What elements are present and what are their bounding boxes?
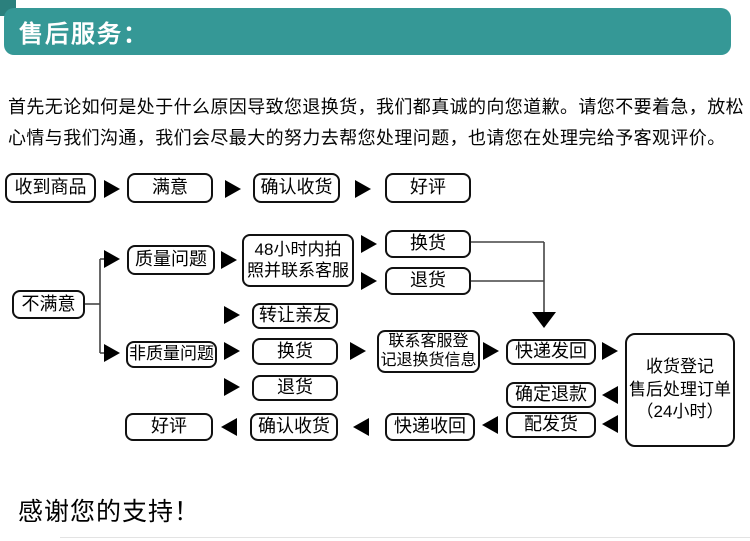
arrow-right-icon (221, 251, 237, 269)
flow-box-label: 非质量问题 (129, 344, 214, 364)
arrow-right-icon (361, 272, 377, 290)
arrow-right-icon (602, 342, 618, 360)
flow-box-return-mid: 退货 (252, 375, 338, 401)
flow-box-unsatisfied: 不满意 (12, 290, 85, 319)
flow-box-exchange-top: 换货 (385, 230, 471, 258)
flow-box-label: 48小时内拍 (254, 240, 342, 260)
arrow-left-icon (602, 386, 618, 404)
flow-box-confirm-receipt-bottom: 确认收货 (250, 413, 338, 441)
flow-box-express-send-back: 快递发回 (506, 339, 596, 365)
bottom-divider (60, 537, 750, 538)
arrow-right-icon (224, 306, 240, 324)
flow-box-transfer-to-friends: 转让亲友 (252, 303, 338, 329)
flow-box-good-review-bottom: 好评 (125, 413, 213, 441)
arrow-right-icon (104, 250, 120, 268)
flow-box-dispatch-goods: 配发货 (506, 412, 596, 438)
flow-box-label: 配发货 (524, 414, 578, 435)
arrow-right-icon (361, 235, 377, 253)
flow-box-label: 确认收货 (260, 177, 333, 198)
flow-box-exchange-mid: 换货 (252, 338, 338, 365)
flow-box-return-top: 退货 (385, 267, 471, 295)
arrow-right-icon (104, 344, 120, 362)
flow-box-label: 记退换货信息 (380, 351, 477, 369)
flow-box-label: 照并联系客服 (247, 260, 349, 280)
flow-box-label: 联系客服登 (388, 332, 469, 350)
arrow-left-icon (602, 415, 618, 433)
arrow-right-icon (224, 378, 240, 396)
flow-box-label: 快递发回 (515, 341, 587, 362)
flow-box-label: 不满意 (21, 293, 76, 314)
flow-box-label: 确认收货 (258, 416, 330, 437)
arrow-down-icon (532, 312, 556, 328)
arrow-right-icon (104, 180, 120, 198)
arrow-left-icon (353, 418, 369, 436)
flow-box-label: 退货 (410, 270, 446, 291)
flow-box-label: 收到商品 (14, 177, 87, 198)
flow-box-satisfied: 满意 (127, 173, 213, 203)
flow-box-good-review-top: 好评 (385, 173, 471, 203)
arrow-left-icon (482, 416, 498, 434)
intro-line-2: 心情与我们沟通，我们会尽最大的努力去帮您处理问题，也请您在处理完给予客观评价。 (8, 128, 726, 148)
flow-box-label: 质量问题 (135, 249, 207, 270)
flow-box-label: 好评 (410, 177, 446, 198)
flow-box-label: （24小时） (636, 402, 724, 422)
flow-box-label: 满意 (152, 177, 188, 198)
flow-box-label: 换货 (277, 340, 313, 361)
arrow-right-icon (483, 342, 499, 360)
flow-box-label: 退货 (277, 377, 313, 398)
flow-box-label: 快递收回 (394, 416, 466, 437)
intro-paragraph: 首先无论如何是处于什么原因导致您退换货，我们都真诚的向您道歉。请您不要着急，放松… (8, 92, 744, 154)
arrow-right-icon (225, 180, 241, 198)
flow-box-label: 售后处理订单 (629, 379, 731, 399)
flow-box-confirm-refund: 确定退款 (506, 382, 596, 408)
flow-box-contact-cs-register: 联系客服登 记退换货信息 (377, 330, 480, 373)
flow-box-label: 换货 (410, 233, 446, 254)
arrow-right-icon (355, 180, 371, 198)
thanks-text: 感谢您的支持！ (18, 498, 201, 526)
arrow-right-icon (224, 342, 240, 360)
page-title: 售后服务： (19, 21, 149, 48)
section-header-banner: 售后服务： (4, 8, 731, 55)
flow-box-photo-48h-contact-cs: 48小时内拍 照并联系客服 (242, 234, 354, 287)
flow-box-received-goods: 收到商品 (5, 173, 96, 203)
flow-box-non-quality-issue: 非质量问题 (126, 341, 217, 368)
flow-box-label: 好评 (151, 416, 187, 437)
arrow-left-icon (221, 418, 237, 436)
flow-box-express-return: 快递收回 (385, 413, 475, 441)
flow-box-confirm-receipt-top: 确认收货 (253, 173, 340, 203)
flow-box-quality-issue: 质量问题 (127, 245, 215, 275)
flow-box-label: 确定退款 (515, 384, 587, 405)
arrow-right-icon (350, 342, 366, 360)
intro-line-1: 首先无论如何是处于什么原因导致您退换货，我们都真诚的向您道歉。请您不要着急，放松 (8, 97, 744, 117)
flow-box-label: 收货登记 (646, 356, 714, 376)
flow-box-receipt-register-order: 收货登记 售后处理订单 （24小时） (625, 333, 735, 447)
flow-box-label: 转让亲友 (259, 305, 331, 326)
